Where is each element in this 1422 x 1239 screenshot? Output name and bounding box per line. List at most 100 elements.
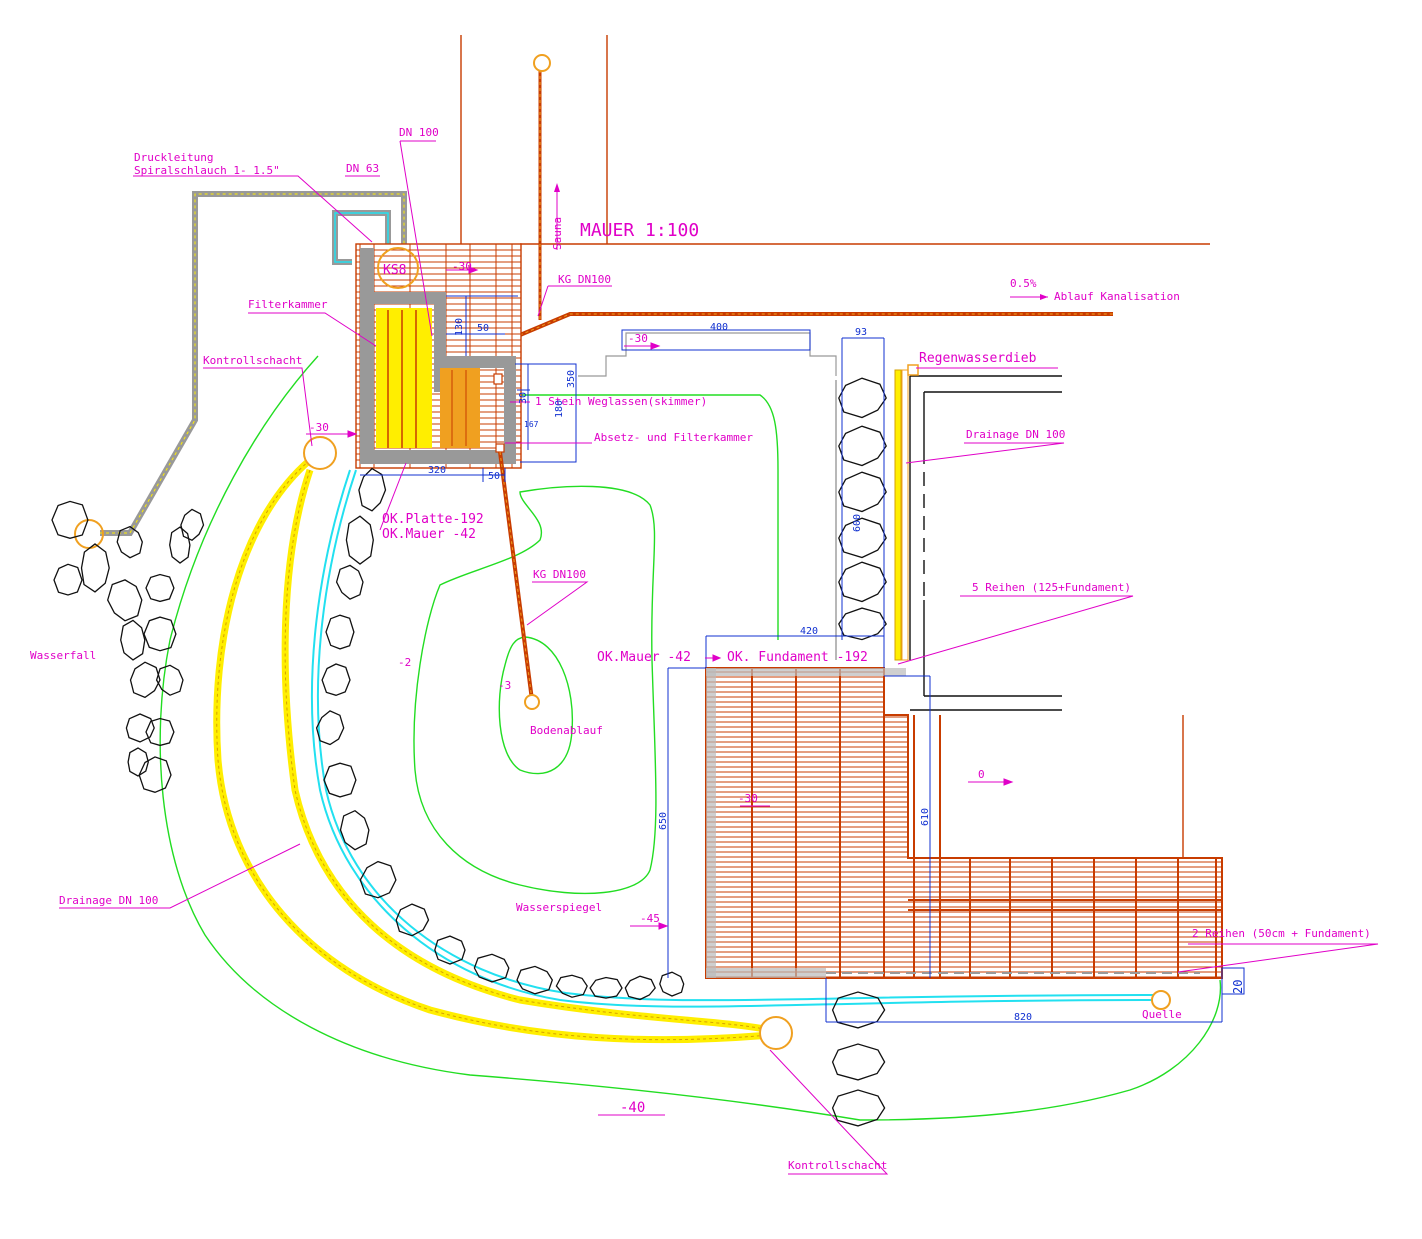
quelle-manhole [1151,990,1171,1010]
dim-320: 320 [428,465,446,476]
stone [143,616,177,652]
ks8-manhole [377,247,419,289]
house-lines [835,375,1062,711]
dim-93: 93 [855,327,867,338]
stone-edging [51,377,887,1127]
stone [831,1089,886,1127]
label-regenwasserdieb: Regenwasserdieb [919,351,1037,366]
label-ok-mauer-left: OK.Mauer -42 [382,527,476,542]
stone [838,425,887,467]
sewer-pipe [519,294,1113,337]
stone [125,713,155,743]
label-spiralschlauch: Spiralschlauch 1- 1.5" [134,164,280,177]
stone [127,747,149,777]
label-wasserfall: Wasserfall [30,649,96,662]
skimmer-outline [578,332,837,377]
label-quelle: Quelle [1142,1008,1182,1021]
stone [395,903,430,937]
label-filterkammer: Filterkammer [248,298,328,311]
stone [358,467,387,512]
stone [325,614,355,650]
stone [838,607,887,641]
stone [831,1043,886,1081]
label-ablauf: Ablauf Kanalisation [1054,290,1180,303]
pressure-line [100,191,407,536]
level-m30-mauer: -30 [738,792,758,805]
leader-lines [59,140,1379,1175]
stone [589,976,623,999]
label-drainage-right: Drainage DN 100 [966,428,1065,441]
label-ok-mauer-mid: OK.Mauer -42 [597,650,691,665]
stone [838,561,887,603]
stone [315,710,345,746]
kontrollschacht-bottom-manhole [759,1016,793,1050]
dim-50-bottom: 50 [488,471,500,482]
level-m2: -2 [398,656,411,669]
stone [838,471,887,513]
stone [831,991,886,1029]
stone [359,860,397,899]
level-m40: -40 [620,1100,645,1116]
dim-180: 180 [554,400,565,418]
dim-610: 610 [920,808,931,826]
drainage-right [894,364,919,661]
label-ok-fundament: OK. Fundament -192 [727,650,868,665]
label-kg-dn100-top: KG DN100 [558,273,611,286]
dim-650: 650 [658,812,669,830]
label-absetzkammer: Absetz- und Filterkammer [594,431,753,444]
label-sauna: Sauna [551,217,564,250]
pipe-bodenablauf [498,451,540,710]
dim-600: 600 [852,514,863,532]
label-zwei-reihen: 2 Reihen (50cm + Fundament) [1192,927,1371,940]
level-m30-left: -30 [309,421,329,434]
stone [116,525,143,559]
sauna-line [533,54,560,320]
drainage-left [213,457,771,1044]
stone [169,526,191,564]
stone [155,664,184,696]
stone [624,975,656,1001]
dim-50-top: 50 [477,323,489,334]
stone [138,756,172,793]
label-kg-dn100-mid: KG DN100 [533,568,586,581]
stone [51,500,89,539]
stone [53,563,83,596]
dim-20: 20 [1231,980,1245,994]
dim-400: 400 [710,322,728,333]
stone [145,573,175,603]
label-bodenablauf: Bodenablauf [530,724,603,737]
stone [434,935,466,965]
level-m3: -3 [498,679,511,692]
stone [473,953,510,983]
level-m30-top: -30 [452,260,472,273]
label-dn100-top: DN 100 [399,126,439,139]
stone [516,965,554,995]
label-wasserspiegel: Wasserspiegel [516,901,602,914]
waterfall-manhole [74,519,104,549]
stone [321,663,351,696]
level-arrows [306,266,1014,1116]
stone [129,661,161,699]
stone [345,515,374,565]
plan-title: MAUER 1:100 [580,220,699,241]
label-dn63: DN 63 [346,162,379,175]
label-ok-platte: OK.Platte-192 [382,512,484,527]
filter-chamber [355,243,522,469]
level-m30-skimmer: -30 [628,332,648,345]
stone [838,377,887,419]
stone [659,971,685,997]
wall-block [705,667,1223,979]
label-fuenf-reihen: 5 Reihen (125+Fundament) [972,581,1131,594]
level-0: 0 [978,768,985,781]
contour-lines [159,355,1222,1121]
stone [339,809,370,851]
stone [555,974,588,998]
stone [335,564,364,600]
stone [107,579,143,622]
dim-820: 820 [1014,1012,1032,1023]
stone [145,717,175,747]
dim-130: 130 [454,318,465,336]
stone [120,619,146,661]
label-kontrollschacht-bottom: Kontrollschacht [788,1159,887,1172]
